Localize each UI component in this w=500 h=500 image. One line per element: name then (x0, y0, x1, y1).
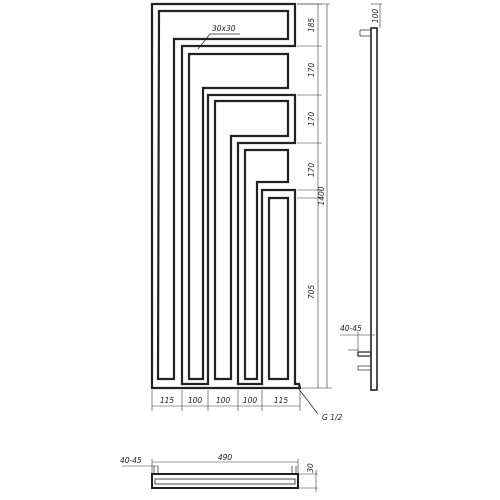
bottom-view: 490 40-45 30 (120, 453, 318, 492)
width-dimensions: 115 100 100 100 115 G 1/2 (151, 387, 342, 422)
width-dim-3: 100 (216, 396, 231, 405)
side-profile (370, 27, 378, 391)
side-offset-dim: 40-45 (340, 324, 362, 333)
height-dim-4: 170 (307, 163, 316, 178)
channel-2 (187, 52, 290, 381)
height-dim-3: 170 (307, 112, 316, 127)
side-pipe (357, 351, 372, 357)
total-height-dim: 1400 (317, 186, 326, 205)
channel-3 (213, 99, 290, 381)
profile-label: 30x30 (212, 24, 236, 33)
radiator-frame (150, 2, 302, 390)
height-dim-2: 170 (307, 63, 316, 78)
profile-leader (197, 33, 211, 50)
bottom-profile (151, 473, 299, 489)
connection-leader (297, 387, 319, 415)
bottom-inner (154, 478, 296, 485)
width-dim-4: 100 (243, 396, 258, 405)
height-dim-1: 185 (307, 18, 316, 33)
width-dim-1: 115 (160, 396, 175, 405)
side-view: 100 40-45 (340, 3, 382, 391)
front-view: 30x30 (150, 2, 302, 390)
width-dim-5: 115 (274, 396, 289, 405)
radiator-inner-contour (156, 9, 290, 381)
bottom-width-dim: 490 (218, 453, 233, 462)
bottom-offset-dim: 40-45 (120, 456, 142, 465)
channel-5 (267, 196, 290, 381)
side-top-dim: 100 (371, 9, 380, 24)
width-dim-2: 100 (188, 396, 203, 405)
channel-4 (243, 148, 290, 381)
height-dim-6: 705 (307, 285, 316, 300)
bottom-depth-dim: 30 (306, 463, 315, 473)
connection-label: G 1/2 (322, 413, 342, 422)
height-dimensions: 185 170 170 170 705 1400 (297, 3, 332, 389)
